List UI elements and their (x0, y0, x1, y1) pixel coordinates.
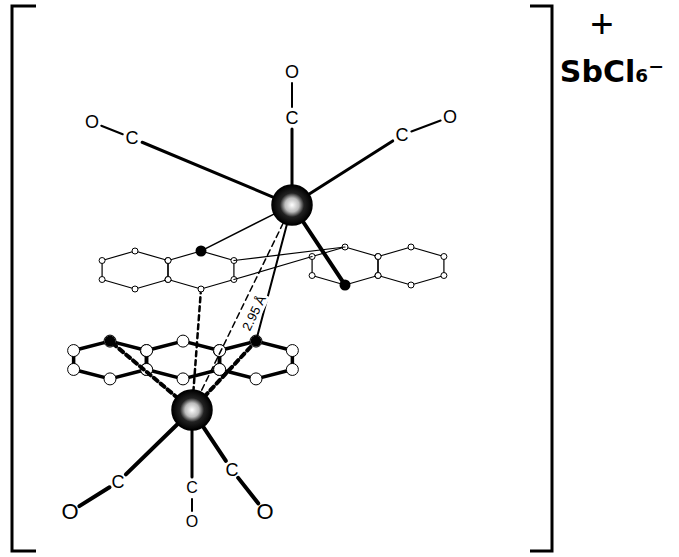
ring-atom (286, 363, 298, 375)
atom-label: O (443, 108, 457, 126)
metal-ligand-bond (115, 345, 179, 398)
metal-carbonyl-bond (309, 141, 393, 194)
ring-atom (250, 335, 262, 347)
ring-atom (441, 273, 447, 279)
nitrogen-atom (251, 336, 262, 347)
ring-atom (104, 373, 116, 385)
ring-atom (375, 254, 381, 260)
atom-label: C (126, 129, 139, 147)
carbonyl-bond (79, 487, 109, 506)
carbonyl-bond (238, 478, 258, 503)
atom-label: O (61, 501, 78, 523)
ring-atom (141, 345, 153, 357)
upper-ring (378, 247, 444, 285)
metal-carbonyl-bond (291, 129, 294, 185)
atom-label: O (256, 501, 273, 523)
atom-label: C (286, 109, 299, 127)
ring-atom (177, 373, 189, 385)
right-bracket (530, 6, 552, 551)
ring-atom (286, 345, 298, 357)
upper-ring (102, 251, 168, 289)
ring-atom (140, 345, 152, 357)
ring-atom (250, 373, 262, 385)
carbonyl-bond (101, 126, 122, 135)
metal-carbonyl-bond (191, 430, 194, 477)
ring-atom (165, 277, 171, 283)
atom-label: O (186, 514, 198, 530)
metal-carbonyl-bond (203, 427, 226, 461)
ring-atom (375, 254, 381, 260)
carbonyl-bond (191, 499, 193, 511)
atom-label: O (285, 63, 299, 81)
metal-ligand-bond (205, 213, 276, 249)
carbonyl-bond (291, 83, 293, 107)
ring-atom (132, 248, 138, 254)
ring-atom (198, 286, 204, 292)
counter-ion: SbCl₆⁻ (560, 57, 664, 87)
ring-atom (309, 273, 315, 279)
nitrogen-atom (105, 336, 116, 347)
ring-atom (99, 258, 105, 264)
ring-atom (165, 277, 171, 283)
ring-atom (375, 273, 381, 279)
ring-atom (68, 345, 80, 357)
ring-atom (165, 258, 171, 264)
metal-ligand-bond (257, 222, 287, 336)
ring-atom (177, 335, 189, 347)
ring-atom (132, 286, 138, 292)
upper-ring (168, 251, 234, 289)
metal-carbonyl-bond (126, 424, 178, 474)
atom-label: C (226, 461, 239, 479)
ring-atom (408, 282, 414, 288)
atom-label: C (186, 480, 198, 496)
metal-carbonyl-bond (142, 142, 273, 197)
carbonyl-bond (411, 121, 440, 132)
atom-label: O (85, 113, 99, 131)
ring-atom (68, 363, 80, 375)
metal-ligand-bond (302, 220, 343, 282)
ring-atom (441, 254, 447, 260)
metal-atom (272, 185, 312, 225)
metal-atom (172, 390, 212, 430)
atom-label: C (396, 126, 409, 144)
nitrogen-atom (196, 246, 207, 257)
ring-atom (408, 244, 414, 250)
atom-label: C (112, 473, 125, 491)
metal-ligand-bond (193, 293, 200, 392)
ring-atom (99, 277, 105, 283)
ring-atom (375, 273, 381, 279)
charge-sign: + (590, 4, 613, 44)
distance-label: 2.95 Å (238, 291, 270, 335)
ring-atom (165, 258, 171, 264)
metal-metal-contact (201, 223, 283, 392)
left-bracket (12, 6, 36, 551)
nitrogen-atom (340, 280, 351, 291)
